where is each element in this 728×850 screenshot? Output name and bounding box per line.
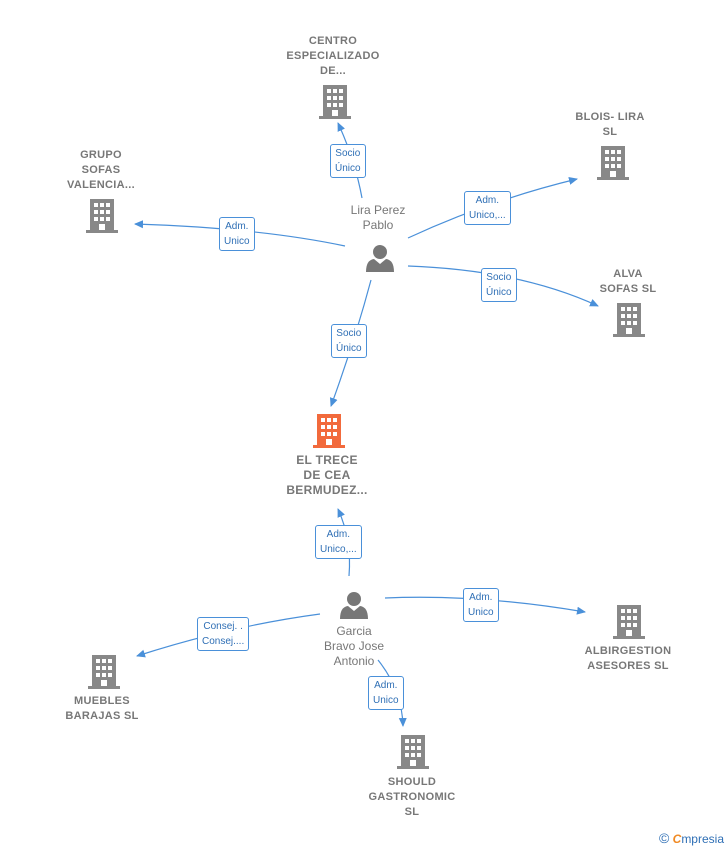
- building-icon[interactable]: [86, 199, 118, 233]
- person-icon[interactable]: [340, 592, 368, 619]
- building-icon[interactable]: [613, 303, 645, 337]
- copyright-icon: ©: [658, 830, 670, 846]
- edge-label-garcia-muebles: Consej. . Consej....: [197, 617, 250, 651]
- person-icon[interactable]: [366, 245, 394, 272]
- edge-label-lira-centro: Socio Único: [330, 144, 366, 178]
- company-label-albirgestion[interactable]: ALBIRGESTION ASESORES SL: [584, 645, 672, 672]
- brand-name: mpresia: [681, 832, 724, 846]
- person-label-garcia[interactable]: Garcia Bravo Jose Antonio: [323, 624, 385, 668]
- company-label-muebles[interactable]: MUEBLES BARAJAS SL: [65, 695, 139, 722]
- edge-label-garcia-should: Adm. Unico: [368, 676, 404, 710]
- edge-label-lira-blois: Adm. Unico,...: [464, 191, 511, 225]
- company-label-centro[interactable]: CENTRO ESPECIALIZADO DE...: [286, 35, 380, 77]
- company-label-grupo[interactable]: GRUPO SOFAS VALENCIA...: [67, 149, 135, 191]
- company-label-should[interactable]: SHOULD GASTRONOMIC SL: [368, 776, 456, 818]
- person-label-lira[interactable]: Lira Perez Pablo: [350, 203, 406, 232]
- building-icon[interactable]: [319, 85, 351, 119]
- brand-initial: C: [672, 832, 682, 846]
- edge-label-lira-alva: Socio Único: [481, 268, 517, 302]
- edge-label-garcia-main: Adm. Unico,...: [315, 525, 362, 559]
- company-label-blois[interactable]: BLOIS- LIRA SL: [575, 111, 645, 138]
- edge-label-lira-grupo: Adm. Unico: [219, 217, 255, 251]
- building-icon[interactable]: [397, 735, 429, 769]
- edge-label-lira-main: Socio Único: [331, 324, 367, 358]
- company-label-alva[interactable]: ALVA SOFAS SL: [599, 268, 657, 295]
- building-icon[interactable]: [613, 605, 645, 639]
- company-label-main[interactable]: EL TRECE DE CEA BERMUDEZ...: [286, 453, 368, 497]
- empresia-watermark: © Cmpresia: [659, 830, 724, 846]
- building-icon[interactable]: [88, 655, 120, 689]
- building-icon[interactable]: [597, 146, 629, 180]
- building-icon[interactable]: [313, 414, 345, 448]
- edge-label-garcia-albirgestion: Adm. Unico: [463, 588, 499, 622]
